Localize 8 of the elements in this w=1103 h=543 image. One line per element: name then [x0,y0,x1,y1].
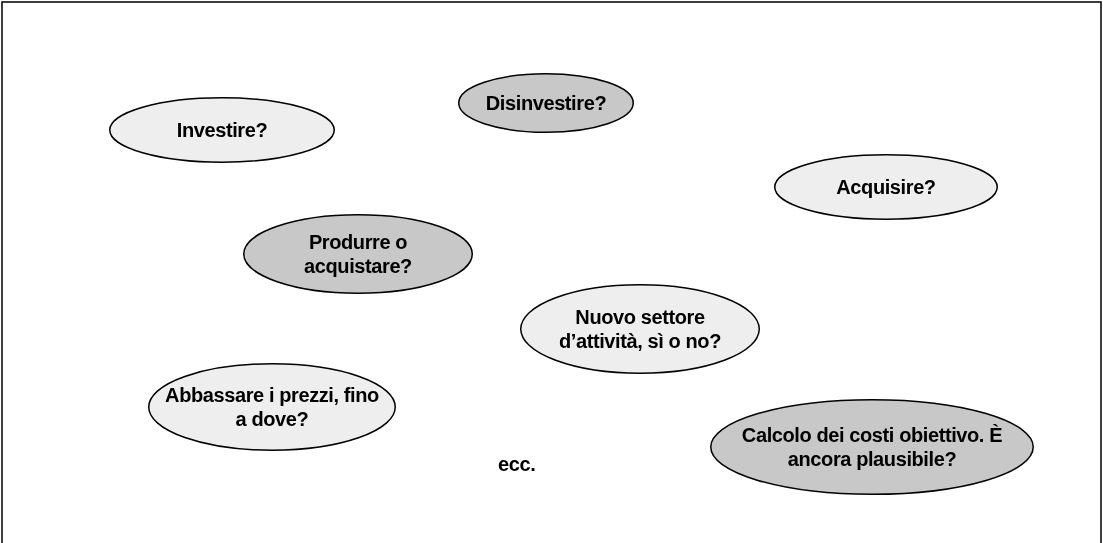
question-text: Abbassare i prezzi, fino a dove? [164,383,380,431]
question-text: Nuovo settore d’attività, sì o no? [558,305,722,353]
question-text: Produrre o acquistare? [303,230,413,278]
question-text: Acquisire? [836,175,936,199]
question-text: Investire? [176,118,268,142]
question-text: Disinvestire? [485,91,607,115]
note-text: ecc. [498,453,536,476]
question-text: Calcolo dei costi obiettivo. È ancora plausibile? [740,423,1004,471]
